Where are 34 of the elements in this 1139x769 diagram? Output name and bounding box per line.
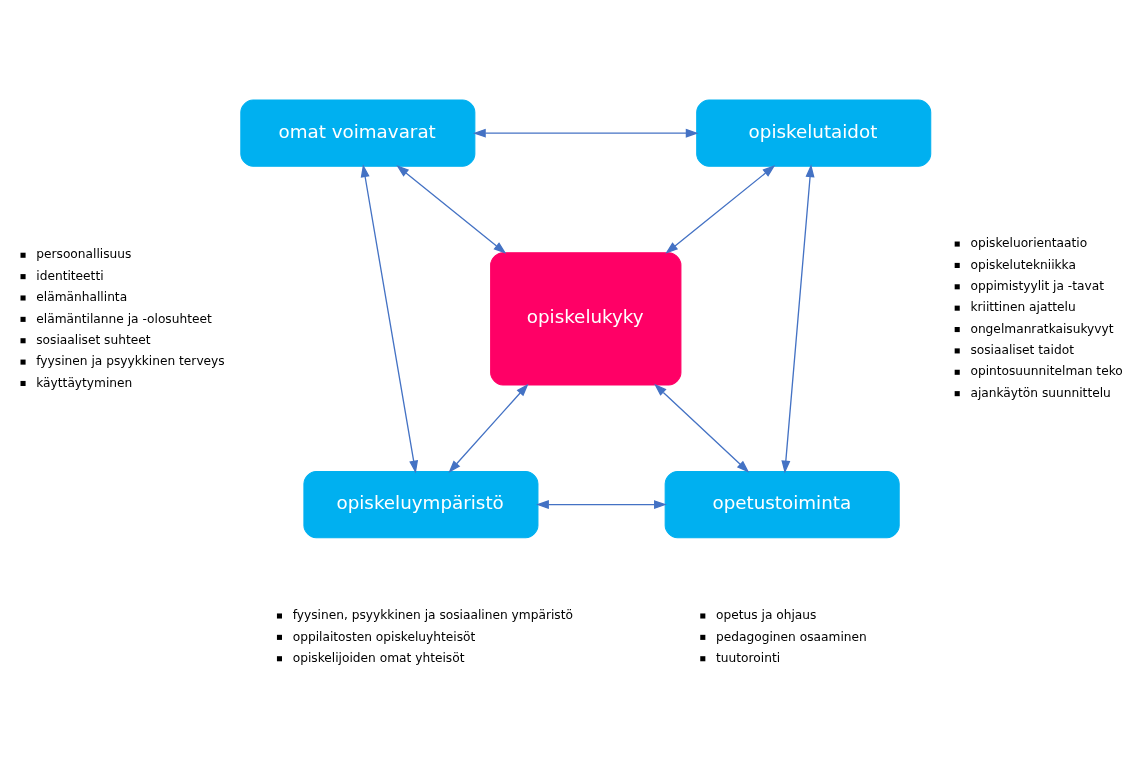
arrow [781, 163, 815, 473]
node-box: opetustoiminta [664, 470, 900, 538]
node-label: persoonallisuus [36, 246, 132, 261]
node-label: fyysinen ja psyykkinen terveys [36, 353, 225, 368]
node-box: opiskeluympäristö [303, 470, 539, 538]
node-label: pedagoginen osaaminen [716, 629, 867, 644]
node-label: tuutorointi [716, 650, 781, 665]
node-label: kriittinen ajattelu [970, 299, 1076, 314]
node-label: opiskelutekniikka [970, 257, 1076, 272]
node-label: ongelmanratkaisukyvyt [970, 321, 1114, 336]
arrow [448, 383, 529, 473]
node-label: ajankäytön suunnittelu [970, 385, 1111, 400]
node-label: identiteetti [36, 268, 104, 283]
node-label: sosiaaliset suhteet [36, 332, 151, 347]
node-label: opetus ja ohjaus [716, 607, 817, 622]
node-label: elämäntilanne ja -olosuhteet [36, 311, 212, 326]
node-label: oppimistyylit ja -tavat [970, 278, 1104, 293]
node-label: opiskeluorientaatio [970, 235, 1088, 250]
node-box: opiskelutaidot [696, 99, 932, 167]
arrow [665, 164, 776, 254]
arrow [536, 499, 667, 509]
arrow [472, 128, 699, 138]
arrow [654, 383, 750, 473]
arrow [396, 164, 507, 254]
node-label: opiskelijoiden omat yhteisöt [292, 650, 465, 665]
arrow [360, 163, 419, 473]
node-label: elämänhallinta [36, 289, 128, 304]
node-label: käyttäytyminen [36, 375, 133, 390]
node-label: oppilaitosten opiskeluyhteisöt [292, 629, 476, 644]
node-label: sosiaaliset taidot [970, 342, 1074, 357]
node-box: opiskelukyky [490, 251, 682, 385]
node-label: opintosuunnitelman teko [970, 363, 1123, 378]
node-box: omat voimavarat [240, 99, 476, 167]
node-label: fyysinen, psyykkinen ja sosiaalinen ympäristö [292, 607, 573, 622]
